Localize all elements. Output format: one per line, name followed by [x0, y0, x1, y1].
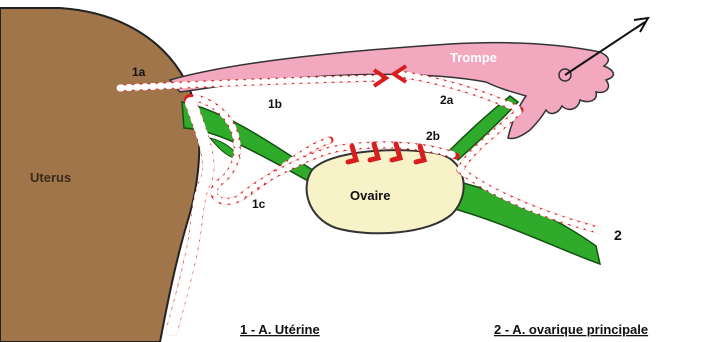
- legend-uterine-artery: 1 - A. Utérine: [240, 322, 320, 337]
- label-2a: 2a: [440, 93, 454, 107]
- label-ovaire: Ovaire: [350, 188, 390, 203]
- label-1b: 1b: [268, 97, 282, 111]
- label-trompe: Trompe: [450, 50, 497, 65]
- label-2b: 2b: [426, 129, 440, 143]
- label-uterus: Uterus: [30, 170, 71, 185]
- label-1a: 1a: [132, 65, 146, 79]
- legend-ovarian-artery: 2 - A. ovarique principale: [494, 322, 648, 337]
- label-2: 2: [614, 227, 622, 243]
- label-1c: 1c: [252, 197, 266, 211]
